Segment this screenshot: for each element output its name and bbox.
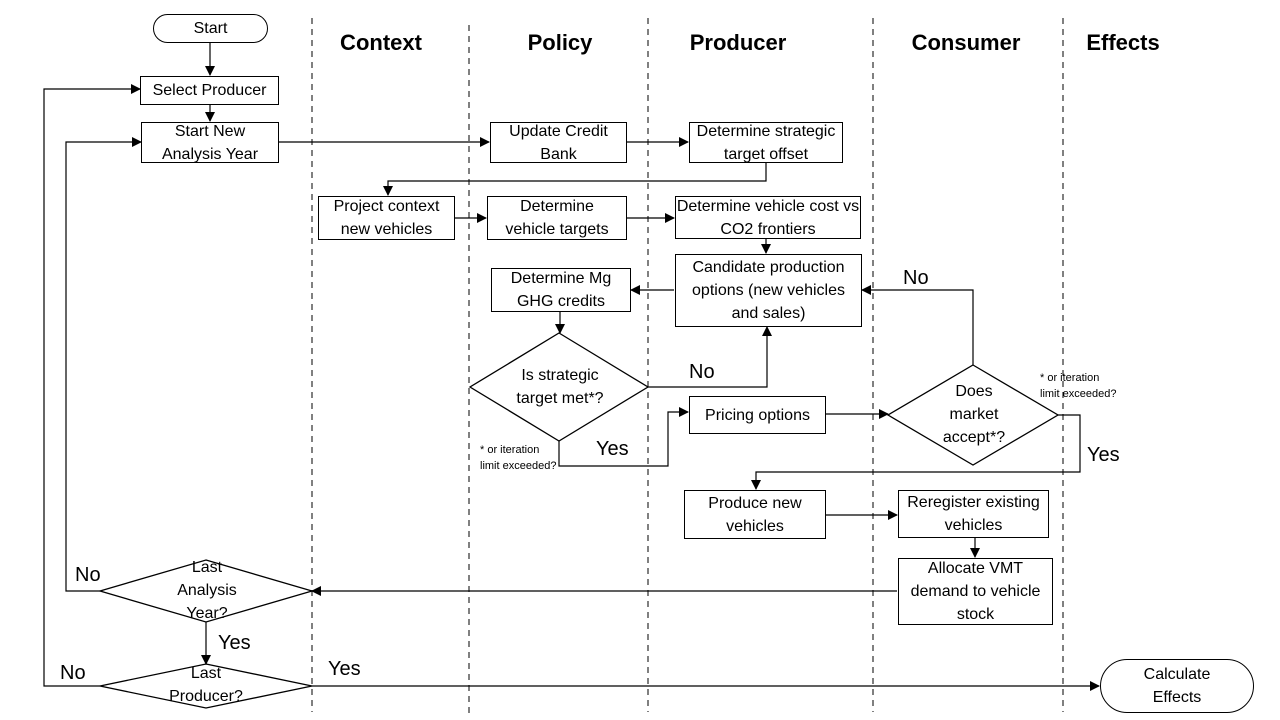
lane-title-effects: Effects bbox=[1086, 30, 1160, 55]
cost-frontiers-node: Determine vehicle cost vs CO2 frontiers bbox=[675, 196, 861, 239]
calculate-effects-node: Calculate Effects bbox=[1100, 659, 1254, 713]
label-market-yes: Yes bbox=[1087, 444, 1120, 466]
edge-strategic-yes bbox=[558, 407, 689, 467]
label-producer-yes: Yes bbox=[328, 658, 361, 680]
edge-offset-project bbox=[383, 163, 767, 196]
label-strategic-no: No bbox=[689, 361, 715, 383]
label-market-no: No bbox=[903, 267, 929, 289]
strategic-target-offset-node: Determine strategic target offset bbox=[689, 122, 843, 163]
edge-market-no bbox=[861, 285, 974, 365]
vehicle-targets-node: Determine vehicle targets bbox=[487, 196, 627, 240]
label-year-yes: Yes bbox=[218, 632, 251, 654]
update-credit-bank-node: Update Credit Bank bbox=[490, 122, 627, 163]
reregister-vehicles-node: Reregister existing vehicles bbox=[898, 490, 1049, 538]
edge-strategic-no bbox=[648, 326, 772, 388]
last-producer-text: Last Producer? bbox=[169, 665, 243, 705]
edge-market-yes bbox=[751, 414, 1081, 490]
start-analysis-year-node: Start New Analysis Year bbox=[141, 122, 279, 163]
lane-title-policy: Policy bbox=[527, 30, 593, 55]
label-year-no: No bbox=[75, 564, 101, 586]
lane-title-consumer: Consumer bbox=[911, 30, 1021, 55]
last-producer-diamond bbox=[99, 663, 313, 709]
last-year-text: Last Analysis Year? bbox=[177, 559, 237, 622]
lane-title-context: Context bbox=[340, 30, 422, 55]
iteration-note-policy: * or iteration limit exceeded? bbox=[480, 444, 557, 472]
produce-vehicles-node: Produce new vehicles bbox=[684, 490, 826, 539]
label-producer-no: No bbox=[60, 662, 86, 684]
start-node: Start bbox=[153, 14, 268, 43]
select-producer-node: Select Producer bbox=[140, 76, 279, 105]
pricing-options-node: Pricing options bbox=[689, 396, 826, 434]
strategic-met-text: Is strategic target met*? bbox=[516, 366, 604, 407]
market-accept-diamond bbox=[886, 364, 1060, 466]
market-accept-text: Does market accept*? bbox=[942, 383, 1006, 446]
project-context-node: Project context new vehicles bbox=[318, 196, 455, 240]
candidate-options-node: Candidate production options (new vehicl… bbox=[675, 254, 862, 327]
allocate-vmt-node: Allocate VMT demand to vehicle stock bbox=[898, 558, 1053, 625]
label-strategic-yes: Yes bbox=[596, 438, 629, 460]
lane-dividers bbox=[311, 18, 1064, 718]
edge-lastproducer-no bbox=[43, 84, 141, 687]
lane-title-producer: Producer bbox=[689, 30, 787, 55]
edge-lastyear-no bbox=[65, 137, 142, 592]
iteration-note-market: * or iteration limit exceeded? bbox=[1040, 372, 1117, 400]
mg-ghg-credits-node: Determine Mg GHG credits bbox=[491, 268, 631, 312]
